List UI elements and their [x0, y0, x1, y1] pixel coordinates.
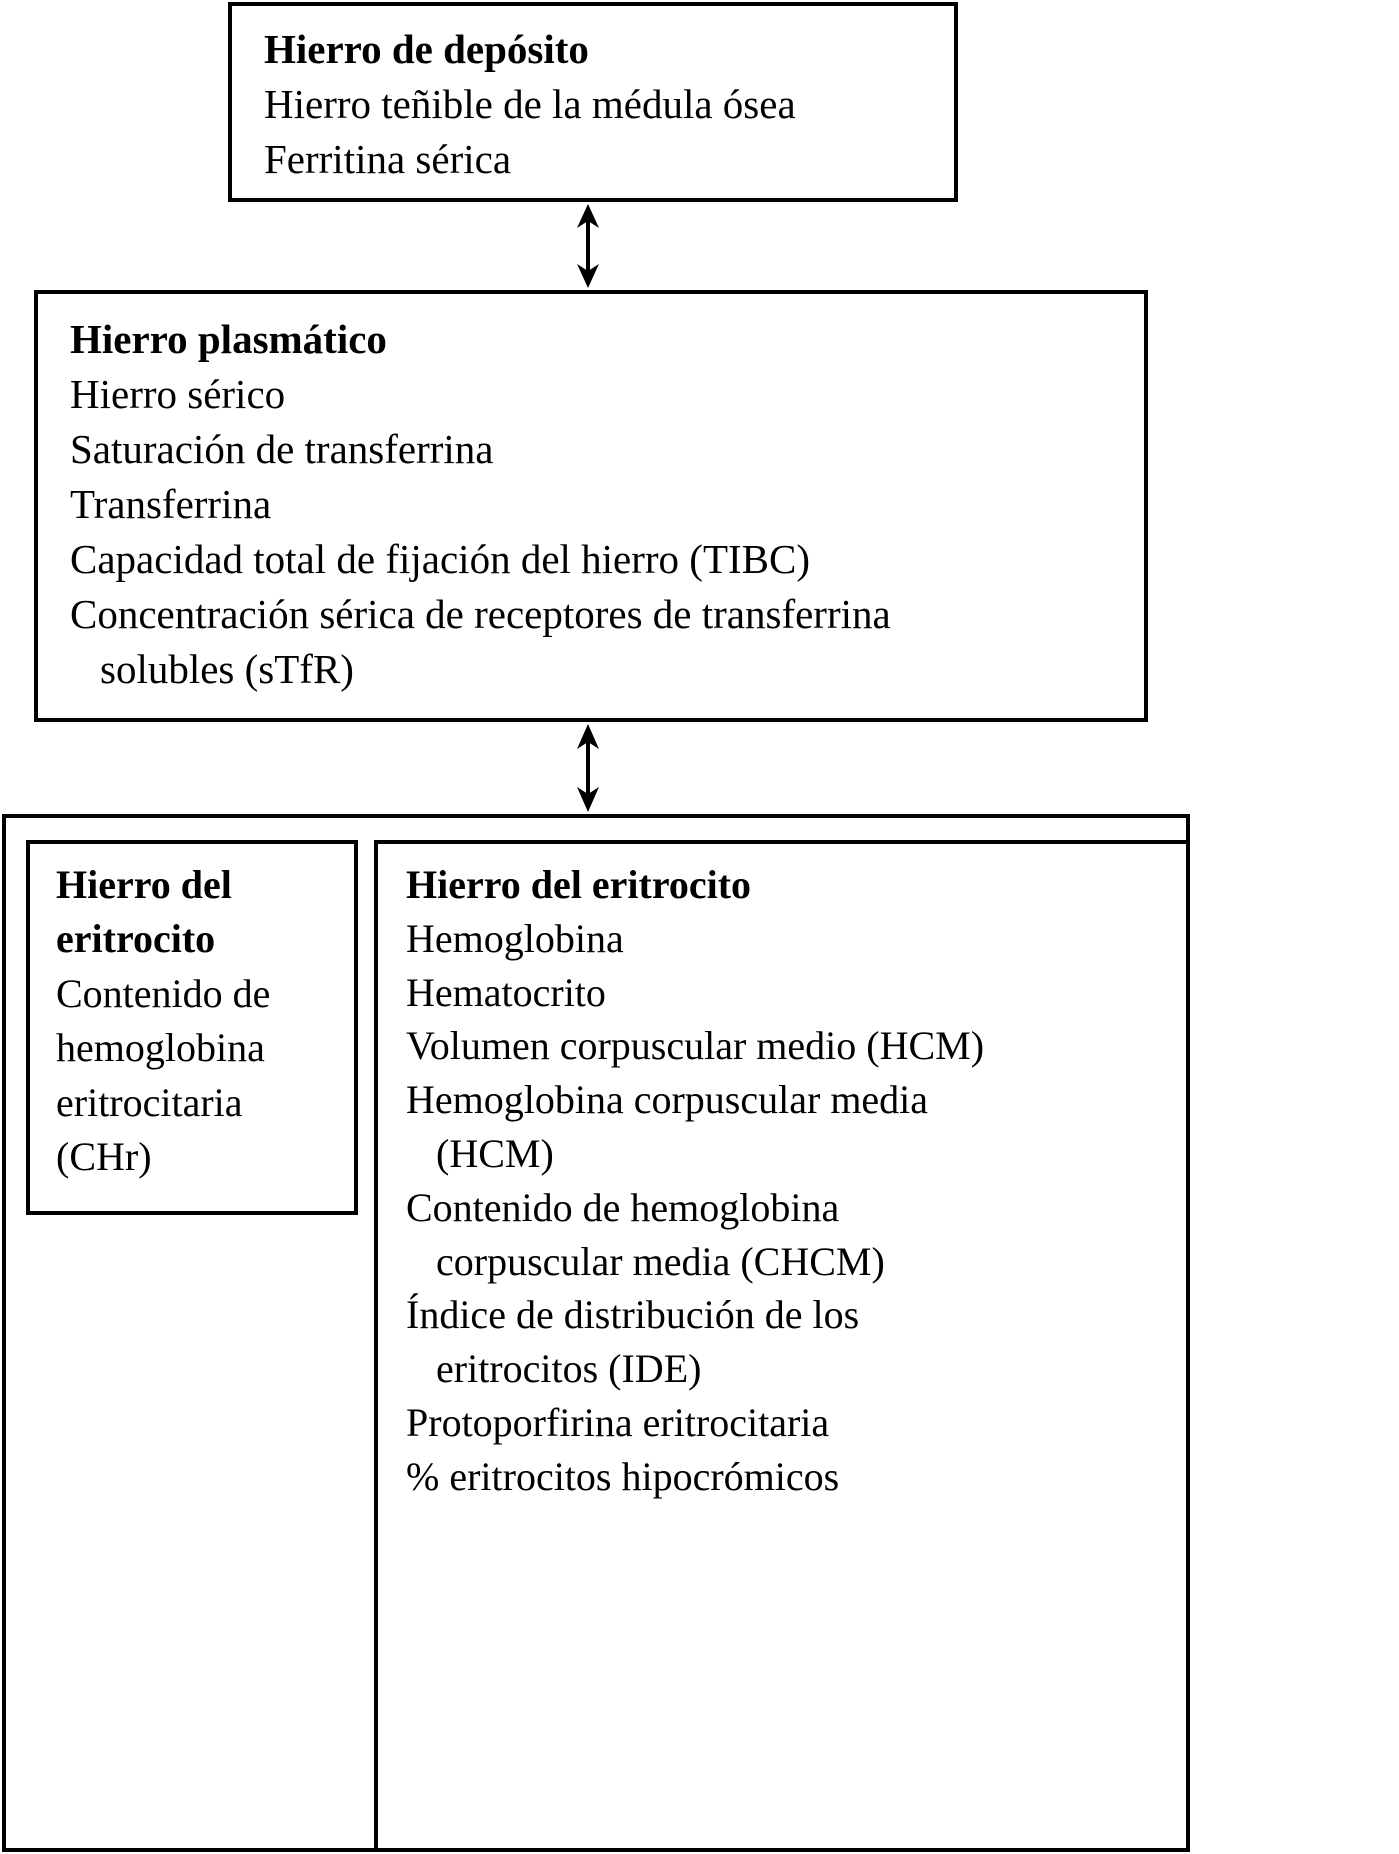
- box-eritrocito-right-item-6: Índice de distribución de los: [406, 1292, 860, 1338]
- double-headed-arrow-icon-deposito-plasmatico: [568, 204, 608, 288]
- box-deposito-item-2: Ferritina sérica: [264, 135, 512, 182]
- box-eritrocito-right-title: Hierro del eritrocito: [406, 862, 752, 907]
- double-headed-arrow-icon-plasmatico-eritrocito: [568, 724, 608, 812]
- box-eritrocito-right-item-1: Hemoglobina: [406, 915, 624, 961]
- box-deposito-title: Hierro de depósito: [264, 26, 589, 72]
- box-eritrocito-left-content: Hierro del eritrocito Contenido de hemog…: [30, 844, 354, 1194]
- box-hierro-plasmatico: Hierro plasmático Hierro sérico Saturaci…: [34, 290, 1148, 722]
- box-hierro-del-eritrocito-indices: Hierro del eritrocito Hemoglobina Hemato…: [374, 840, 1190, 1852]
- box-plasmatico-item-1: Hierro sérico: [70, 370, 286, 417]
- box-eritrocito-right-item-5-continuation: corpuscular media (CHCM): [436, 1238, 885, 1284]
- box-hierro-del-eritrocito-chr: Hierro del eritrocito Contenido de hemog…: [26, 840, 358, 1215]
- box-eritrocito-right-item-5: Contenido de hemoglobina: [406, 1184, 840, 1230]
- box-eritrocito-right-item-2: Hematocrito: [406, 969, 606, 1015]
- box-plasmatico-item-2: Saturación de transferrina: [70, 425, 494, 472]
- box-plasmatico-content: Hierro plasmático Hierro sérico Saturaci…: [38, 294, 1144, 707]
- box-plasmatico-item-5-continuation: solubles (sTfR): [100, 645, 354, 692]
- box-eritrocito-right-item-7: Protoporfirina eritrocitaria: [406, 1399, 830, 1445]
- box-plasmatico-item-3: Transferrina: [70, 480, 272, 527]
- box-plasmatico-title: Hierro plasmático: [70, 316, 387, 362]
- box-eritrocito-left-title: Hierro del eritrocito: [56, 862, 232, 962]
- box-plasmatico-item-5: Concentración sérica de receptores de tr…: [70, 590, 891, 637]
- box-eritrocito-right-item-3: Volumen corpuscular medio (HCM): [406, 1023, 985, 1069]
- box-deposito-item-1: Hierro teñible de la médula ósea: [264, 80, 796, 127]
- box-hierro-de-deposito: Hierro de depósito Hierro teñible de la …: [228, 2, 958, 202]
- box-eritrocito-right-item-4-continuation: (HCM): [436, 1130, 554, 1176]
- box-eritrocito-right-item-6-continuation: eritrocitos (IDE): [436, 1346, 702, 1392]
- box-eritrocito-right-content: Hierro del eritrocito Hemoglobina Hemato…: [378, 844, 1186, 1514]
- box-eritrocito-right-item-8: % eritrocitos hipocrómicos: [406, 1453, 840, 1499]
- box-deposito-content: Hierro de depósito Hierro teñible de la …: [232, 6, 954, 197]
- box-eritrocito-left-item-1: Contenido de hemoglobina eritrocitaria (…: [56, 970, 271, 1179]
- box-eritrocito-right-item-4: Hemoglobina corpuscular media: [406, 1077, 929, 1123]
- box-plasmatico-item-4: Capacidad total de fijación del hierro (…: [70, 535, 811, 582]
